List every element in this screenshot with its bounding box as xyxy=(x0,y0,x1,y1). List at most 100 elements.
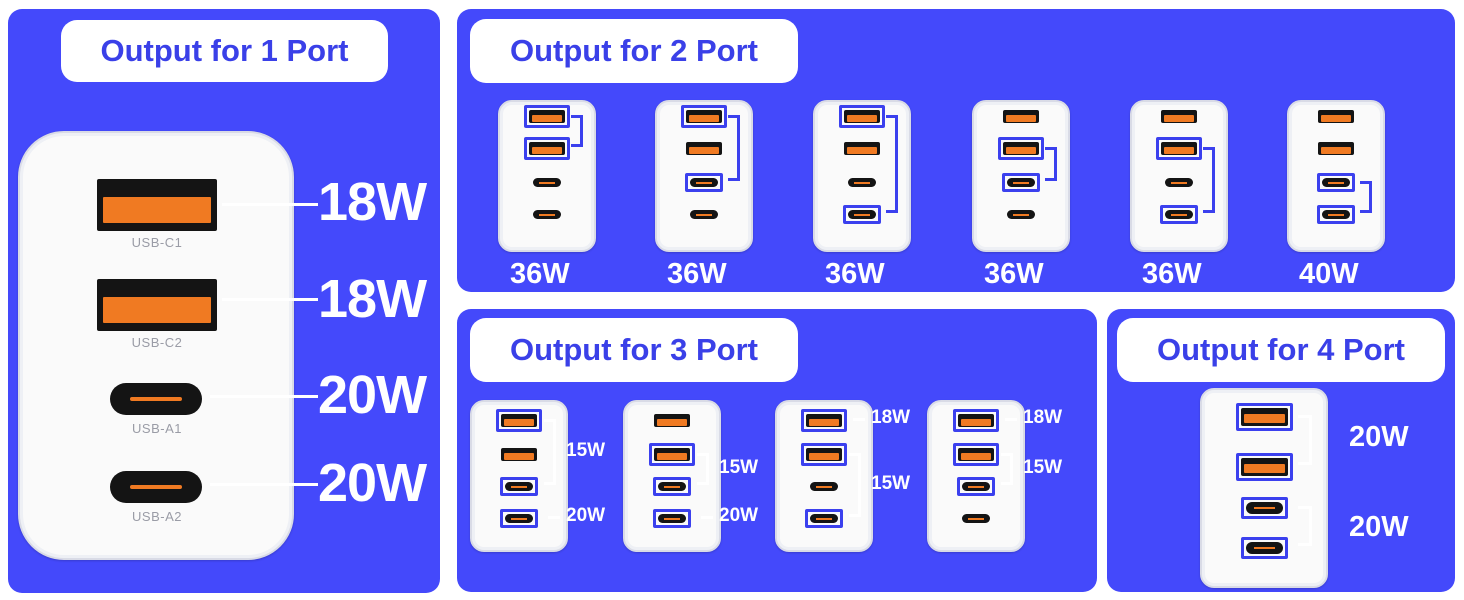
usb-c2-watt: 18W xyxy=(318,269,427,329)
two-port-combo-0-highlight-1 xyxy=(524,137,570,160)
two-port-combo-1-port-tongue xyxy=(696,182,712,184)
two-port-combo-3-highlight-1 xyxy=(998,137,1044,160)
three-port-bracket-1 xyxy=(697,453,709,485)
four-port-highlight-0 xyxy=(1235,403,1293,431)
two-port-combo-2-port-3 xyxy=(848,210,876,219)
four-port-bottom-watt: 20W xyxy=(1349,511,1409,543)
two-port-combo-5-port-3 xyxy=(1322,210,1350,219)
three-port-combo-1-port-2 xyxy=(658,482,686,491)
three-port-combo-2-port-tongue xyxy=(809,453,839,460)
two-port-combo-2-port-1 xyxy=(844,142,880,155)
two-port-bracket-1 xyxy=(728,115,740,181)
three-port-combo-3-highlight-2 xyxy=(957,477,995,496)
two-port-combo-4-port-0 xyxy=(1161,110,1197,123)
two-port-watt-3: 36W xyxy=(984,258,1044,290)
two-port-combo-4-port-2 xyxy=(1165,178,1193,187)
two-port-combo-0-port-tongue xyxy=(532,115,562,122)
three-port-tick-1 xyxy=(701,516,713,519)
three-port-combo-1-highlight-1 xyxy=(649,443,695,466)
leader-line xyxy=(222,203,318,206)
two-port-bracket-3 xyxy=(1045,147,1057,181)
two-port-combo-3-port-tongue xyxy=(1006,115,1036,122)
two-port-combo-1-port-2 xyxy=(690,178,718,187)
two-port-combo-5-port-0 xyxy=(1318,110,1354,123)
three-port-combo-1-port-tongue xyxy=(657,453,687,460)
three-port-tick-2 xyxy=(853,418,865,421)
three-port-combo-2-charger xyxy=(775,400,873,552)
two-port-combo-2-highlight-0 xyxy=(839,105,885,128)
usb-c1-port xyxy=(97,179,217,231)
two-port-watt-5: 40W xyxy=(1299,258,1359,290)
two-port-combo-2-port-tongue xyxy=(847,147,877,154)
two-port-combo-3-highlight-2 xyxy=(1002,173,1040,192)
three-port-combo-0-port-tongue xyxy=(511,518,527,520)
two-port-combo-2-port-2 xyxy=(848,178,876,187)
two-port-combo-1-port-3 xyxy=(690,210,718,219)
usb-c2-label: USB-C2 xyxy=(131,335,183,350)
three-port-combo-3-port-tongue xyxy=(968,518,984,520)
two-port-watt-0: 36W xyxy=(510,258,570,290)
two-port-combo-1-port-1 xyxy=(686,142,722,155)
two-port-bracket-0 xyxy=(571,115,583,147)
two-port-combo-0-charger xyxy=(498,100,596,252)
two-port-combo-2-port-tongue xyxy=(854,182,870,184)
two-port-combo-4-port-tongue xyxy=(1164,147,1194,154)
two-port-bracket-2 xyxy=(886,115,898,213)
usb-a2-label: USB-A2 xyxy=(132,509,182,524)
two-port-watt-4: 36W xyxy=(1142,258,1202,290)
four-port-panel: Output for 4 Port 20W 20W xyxy=(1107,309,1455,592)
three-port-combo-2-port-tongue xyxy=(816,518,832,520)
two-port-combo-0-port-1 xyxy=(529,142,565,155)
leader-line xyxy=(210,395,318,398)
three-port-combo-2-port-3 xyxy=(810,514,838,523)
three-port-combo-0-port-tongue xyxy=(504,453,534,460)
two-port-combo-2-port-tongue xyxy=(847,115,877,122)
three-port-bracket-2 xyxy=(849,453,861,517)
four-port-bracket-top xyxy=(1298,415,1312,465)
three-port-combo-3-port-tongue xyxy=(968,486,984,488)
two-port-combo-5-highlight-3 xyxy=(1317,205,1355,224)
three-port-combo-3-charger xyxy=(927,400,1025,552)
three-port-combo-0-port-tongue xyxy=(511,486,527,488)
two-port-combo-5-port-2 xyxy=(1322,178,1350,187)
two-port-combo-0-port-tongue xyxy=(532,147,562,154)
two-port-combo-4-port-3 xyxy=(1165,210,1193,219)
three-port-combo-2-highlight-3 xyxy=(805,509,843,528)
two-port-combo-4-charger xyxy=(1130,100,1228,252)
four-port-port-0 xyxy=(1240,408,1288,426)
two-port-combo-0-highlight-0 xyxy=(524,105,570,128)
three-port-combo-1-port-3 xyxy=(658,514,686,523)
two-port-bracket-5 xyxy=(1360,181,1372,213)
three-port-combo-1-port-1 xyxy=(654,448,690,461)
three-port-top-watt-0: 15W xyxy=(566,440,606,461)
two-port-combo-1-port-tongue xyxy=(689,147,719,154)
three-port-combo-1-port-tongue xyxy=(664,518,680,520)
two-port-combo-3-port-2 xyxy=(1007,178,1035,187)
two-port-combo-1-charger xyxy=(655,100,753,252)
two-port-watt-1: 36W xyxy=(667,258,727,290)
three-port-top-watt-1: 15W xyxy=(719,457,759,478)
two-port-combo-2-port-tongue xyxy=(854,214,870,216)
two-port-combo-5-port-tongue xyxy=(1328,214,1344,216)
three-port-tick-0 xyxy=(548,516,560,519)
three-port-combo-1-highlight-2 xyxy=(653,477,691,496)
three-port-combo-3-port-3 xyxy=(962,514,990,523)
three-port-combo-3-highlight-0 xyxy=(953,409,999,432)
three-port-top-watt-2: 18W xyxy=(871,407,911,428)
three-port-combo-3-port-tongue xyxy=(961,453,991,460)
two-port-combo-4-port-1 xyxy=(1161,142,1197,155)
usb-a2-port xyxy=(110,471,202,503)
three-port-combo-0-highlight-0 xyxy=(496,409,542,432)
three-port-bottom-watt-0: 20W xyxy=(566,505,606,526)
two-port-combo-5-port-tongue xyxy=(1321,115,1351,122)
two-port-combo-1-port-0 xyxy=(686,110,722,123)
three-port-combo-0-port-1 xyxy=(501,448,537,461)
three-port-top-watt-3: 18W xyxy=(1023,407,1063,428)
two-port-combo-0-port-0 xyxy=(529,110,565,123)
three-port-combo-1-port-tongue xyxy=(657,419,687,426)
three-port-combo-1-port-tongue xyxy=(664,486,680,488)
three-port-combo-3-port-1 xyxy=(958,448,994,461)
four-port-port-1 xyxy=(1240,458,1288,476)
three-port-combo-0-port-tongue xyxy=(504,419,534,426)
